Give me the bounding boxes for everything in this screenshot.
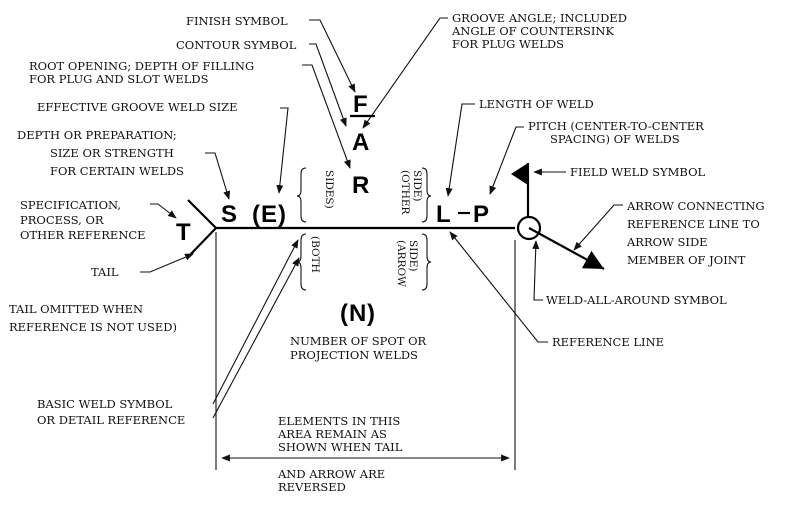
symbol-t: T — [176, 219, 191, 246]
symbol-f: F — [353, 91, 368, 118]
label-specification-2: PROCESS, OR — [20, 213, 104, 227]
symbol-r: R — [352, 172, 369, 199]
brace-side-upper — [421, 167, 432, 223]
label-weld-all-around: WELD-ALL-AROUND SYMBOL — [546, 293, 727, 307]
label-elements-5: REVERSED — [278, 480, 346, 494]
label-depth-prep-1: DEPTH OR PREPARATION; — [17, 128, 177, 142]
paren-n-close: ) — [367, 300, 375, 327]
leader-tail — [140, 253, 194, 273]
label-pitch-1: PITCH (CENTER-TO-CENTER — [528, 119, 704, 133]
label-effective-groove: EFFECTIVE GROOVE WELD SIZE — [37, 100, 238, 114]
label-tail-omitted-1: TAIL OMITTED WHEN — [9, 302, 143, 316]
label-depth-prep-2: SIZE OR STRENGTH — [50, 146, 174, 160]
label-pitch-2: SPACING) OF WELDS — [550, 132, 680, 146]
tail-lower — [187, 199, 217, 229]
label-tail-omitted-2: REFERENCE IS NOT USED) — [9, 320, 177, 334]
label-root-opening-1: ROOT OPENING; DEPTH OF FILLING — [29, 59, 254, 73]
leader-weld-all-around — [532, 240, 543, 301]
leader-contour — [309, 43, 347, 127]
other-side-1: (OTHER — [399, 170, 411, 216]
leader-root-opening — [302, 64, 351, 169]
arrow-side-2: SIDE) — [407, 240, 419, 272]
paren-n-open: ( — [340, 300, 348, 327]
label-elements-4: AND ARROW ARE — [277, 467, 385, 481]
label-elements-2: AREA REMAIN AS — [277, 427, 387, 441]
label-spot-1: NUMBER OF SPOT OR — [290, 334, 427, 348]
label-tail: TAIL — [91, 265, 119, 279]
label-specification-1: SPECIFICATION, — [20, 198, 121, 212]
brace-both-upper — [296, 167, 307, 223]
both-sides-upper: SIDES) — [323, 170, 335, 209]
leader-lines — [140, 17, 623, 419]
leader-depth-prep — [205, 152, 231, 200]
symbol-s: S — [221, 201, 237, 228]
leader-length — [445, 103, 475, 197]
paren-close: ) — [278, 201, 286, 228]
leader-effective-groove — [276, 107, 289, 194]
label-specification-3: OTHER REFERENCE — [20, 228, 146, 242]
label-contour-symbol: CONTOUR SYMBOL — [176, 38, 297, 52]
label-arrow-conn-2: REFERENCE LINE TO — [627, 217, 760, 231]
label-length-of-weld: LENGTH OF WELD — [479, 97, 594, 111]
field-weld-flag — [511, 163, 528, 185]
label-arrow-conn-1: ARROW CONNECTING — [626, 199, 765, 213]
symbol-e: E — [261, 201, 277, 228]
label-spot-2: PROJECTION WELDS — [290, 348, 418, 362]
both-sides-lower: (BOTH — [309, 236, 321, 273]
leader-groove-angle — [362, 17, 448, 129]
symbol-n: N — [349, 300, 366, 327]
label-groove-angle-1: GROOVE ANGLE; INCLUDED — [452, 11, 627, 25]
label-elements-3: SHOWN WHEN TAIL — [278, 440, 403, 454]
leader-spec — [150, 203, 177, 219]
label-basic-weld-1: BASIC WELD SYMBOL — [37, 397, 173, 411]
label-root-opening-2: FOR PLUG AND SLOT WELDS — [29, 72, 209, 86]
leader-arrow-conn — [573, 204, 623, 251]
leader-basic-weld-b — [212, 257, 300, 419]
leader-finish — [309, 19, 356, 93]
arrow-line — [528, 227, 605, 270]
symbol-a: A — [352, 129, 369, 156]
symbol-p: P — [473, 201, 489, 228]
leader-reference-line — [449, 231, 548, 343]
paren-open: ( — [252, 201, 260, 228]
label-finish-symbol: FINISH SYMBOL — [186, 14, 288, 28]
label-groove-angle-2: ANGLE OF COUNTERSINK — [451, 24, 614, 38]
label-arrow-conn-3: ARROW SIDE — [626, 235, 708, 249]
other-side-2: SIDE) — [411, 170, 423, 202]
leader-pitch — [489, 126, 524, 195]
label-groove-angle-3: FOR PLUG WELDS — [452, 37, 564, 51]
leader-basic-weld-a — [212, 239, 299, 405]
symbol-l: L — [436, 201, 451, 228]
label-field-weld: FIELD WELD SYMBOL — [570, 165, 705, 179]
label-reference-line: REFERENCE LINE — [552, 335, 664, 349]
arrow-side-1: (ARROW — [395, 240, 407, 287]
label-arrow-conn-4: MEMBER OF JOINT — [627, 253, 746, 267]
label-depth-prep-3: FOR CERTAIN WELDS — [50, 164, 184, 178]
brace-side-lower — [421, 233, 432, 291]
brace-both-lower — [296, 233, 307, 291]
tail-upper — [187, 227, 217, 258]
label-elements-1: ELEMENTS IN THIS — [278, 414, 400, 428]
label-basic-weld-2: OR DETAIL REFERENCE — [37, 413, 185, 427]
